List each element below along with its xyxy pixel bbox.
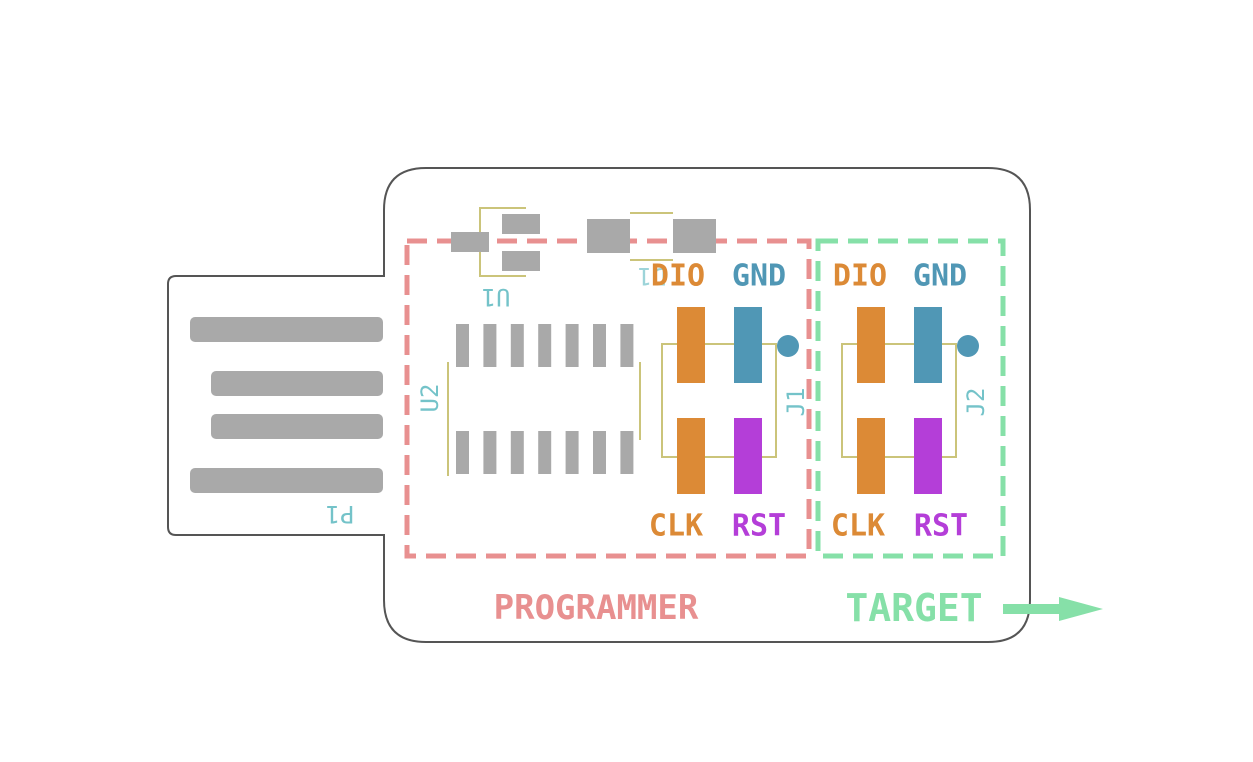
programmer-region <box>404 238 812 559</box>
j1-rst-label: RST <box>732 509 786 544</box>
programmer-label: PROGRAMMER <box>494 588 699 628</box>
board-outline <box>167 167 1031 643</box>
usb-connector-p1 <box>190 317 383 493</box>
u2-pin <box>593 324 606 367</box>
usb-pad <box>211 414 383 439</box>
usb-pad <box>211 371 383 396</box>
u2-pin <box>510 324 524 367</box>
j2-clk-pad <box>857 418 885 494</box>
j2-gnd-label: GND <box>913 259 967 294</box>
u2-pin <box>620 431 634 474</box>
j1-dio-label: DIO <box>651 259 705 294</box>
j2-clk-label: CLK <box>831 509 885 544</box>
u1-ref-label: U1 <box>482 283 511 311</box>
u1-component <box>451 207 540 277</box>
u2-pin <box>620 324 634 367</box>
j2-dio-label: DIO <box>833 259 887 294</box>
u2-pin <box>483 324 497 367</box>
u2-ref-label: U2 <box>416 384 444 413</box>
u2-pin <box>483 431 497 474</box>
j1-dio-pad <box>677 307 705 383</box>
u2-pin <box>510 431 524 474</box>
j2-header <box>841 307 979 494</box>
j1-ref-label: J1 <box>782 388 810 417</box>
u2-pin <box>456 431 469 474</box>
u2-pin <box>538 324 552 367</box>
u2-pin <box>538 431 552 474</box>
j1-pin1-marker <box>777 335 799 357</box>
j1-clk-label: CLK <box>649 509 703 544</box>
j2-rst-pad <box>914 418 942 494</box>
target-label: TARGET <box>845 586 982 630</box>
u2-pin <box>593 431 606 474</box>
j1-clk-pad <box>677 418 705 494</box>
j1-rst-pad <box>734 418 762 494</box>
u2-pin <box>565 431 579 474</box>
u2-pin <box>456 324 469 367</box>
u2-component <box>447 324 641 476</box>
j2-rst-label: RST <box>914 509 968 544</box>
u2-pin <box>565 324 579 367</box>
j2-gnd-pad <box>914 307 942 383</box>
target-region <box>815 238 1006 559</box>
j2-ref-label: J2 <box>962 388 990 417</box>
d1-ref-label: D1 <box>638 262 667 290</box>
usb-pad <box>190 317 383 342</box>
usb-pad <box>190 468 383 493</box>
j1-gnd-pad <box>734 307 762 383</box>
p1-ref-label: P1 <box>326 500 355 528</box>
target-arrow-icon <box>1003 597 1103 621</box>
d1-component <box>587 212 716 261</box>
j2-pin1-marker <box>957 335 979 357</box>
j1-header <box>661 307 799 494</box>
j2-dio-pad <box>857 307 885 383</box>
j1-gnd-label: GND <box>732 259 786 294</box>
